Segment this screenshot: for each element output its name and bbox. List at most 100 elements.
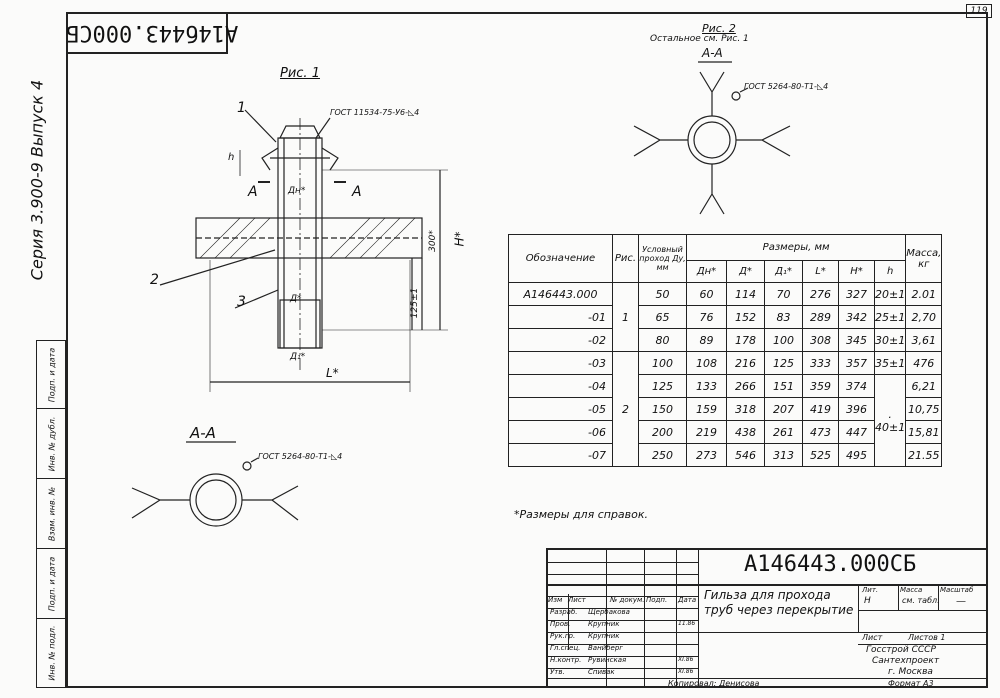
side-cell: Подп. и дата [37,341,67,409]
cell: 207 [764,397,803,421]
col-d: Д* [726,260,765,283]
cell: 25±1 [873,305,907,329]
grid-line [858,584,859,632]
grid-line [644,550,645,686]
cell: -02 [508,328,613,352]
dim-d1: Д₁* [290,352,306,362]
role-date: XI.86 [678,656,694,663]
cell: 318 [726,397,765,421]
cell: 30±1 [873,328,907,352]
doc-name: Гильза для прохода труб через перекрытие [704,588,854,617]
grid-line [548,644,698,645]
cell-h-merged: .40±1 [873,374,907,467]
section-aa-left-outer [189,473,243,527]
dim-H: H* [452,231,467,247]
side-signature-box: Подп. и дата Инв. № дубл. Взам. инв. № П… [36,340,67,688]
cell: 273 [686,443,727,467]
role: Н.контр. [550,656,582,664]
cell: -05 [508,397,613,421]
cell: 89 [686,328,727,352]
cell: 35±1 [873,351,907,375]
grid-line [858,610,988,611]
head-list: Лист [568,596,586,604]
grid-line [898,584,899,610]
head-izm: Изм [548,596,563,604]
role: Утв. [550,668,565,676]
cell: 345 [838,328,875,352]
fig2-inner [693,121,731,159]
mass-label: Масса [900,586,923,594]
dim-L: L* [326,366,339,380]
cell: 308 [802,328,839,352]
cell: -06 [508,420,613,444]
cell: 150 [638,397,687,421]
col-sizes: Размеры, мм [685,234,907,261]
sheet-label: Лист [862,633,883,642]
col-dn: Дн* [686,260,727,283]
cell: -03 [508,351,613,375]
grid-line [548,620,698,621]
cell: 151 [764,374,803,398]
cell: 495 [838,443,875,467]
cell: 2,70 [905,305,943,329]
fig2-section: А-А [702,46,723,60]
cell: 6,21 [905,374,943,398]
table-row: -04 125 133 266 151 359 374 .40±1 6,21 [508,374,943,467]
grid-line [548,584,988,586]
fig2-outer [687,115,737,165]
weld-note-section: ГОСТ 5264-80-Т1-◺4 [258,452,343,461]
grid-line [606,550,607,686]
lit-label: Лит. [862,586,879,594]
cell: 546 [726,443,765,467]
grid-line [548,668,698,669]
city: г. Москва [888,667,933,677]
grid-line [938,584,939,610]
table-row: -03 2 100 108 216 125 333 357 35±1 476 [508,351,943,467]
format: Формат А3 [888,679,934,688]
cell: 133 [686,374,727,398]
col-conditional: Условный проход Ду, мм [638,234,687,283]
fig2-title: Рис. 2 [702,22,736,35]
cell: 200 [638,420,687,444]
role-name: Ванйберг [588,644,623,652]
cell: 20±1 [873,282,907,306]
cell: 178 [726,328,765,352]
cell: 125 [638,374,687,398]
cell: 313 [764,443,803,467]
cell: -01 [508,305,613,329]
cell: 100 [638,351,687,375]
role: Пров. [550,620,571,628]
table-row: -06 200 219 438 261 473 447 15,81 [508,420,943,444]
cell: 219 [686,420,727,444]
cell: 357 [838,351,875,375]
grid-line [548,574,698,575]
col-L: L* [802,260,839,283]
callout-3: 3 [237,294,246,310]
cell: 476 [905,351,943,375]
callout-1: 1 [237,100,246,116]
section-mark-a-right: А [352,184,362,200]
table-row: А146443.000 1 50 60 114 70 276 327 20±1 … [508,282,943,352]
cell-fig-2: 2 [612,351,639,467]
grid-line [548,678,988,679]
cell: 333 [802,351,839,375]
dim-300: 300* [427,230,438,252]
scale-value: — [956,596,966,607]
cell: 327 [838,282,875,306]
cell: 100 [764,328,803,352]
fig2-note: Остальное см. Рис. 1 [650,34,749,44]
role-name: Рувинская [588,656,627,664]
grid-line [548,608,698,609]
cell: 114 [726,282,765,306]
copied-by: Копировал: Денисова [668,679,760,688]
lit-value: Н [864,596,871,606]
col-designation: Обозначение [508,234,613,283]
cell: 438 [726,420,765,444]
reference-note: *Размеры для справок. [514,508,649,521]
table-row: -01 65 76 152 83 289 342 25±1 2,70 [508,305,943,329]
head-sign: Подп. [646,596,668,604]
cell: 359 [802,374,839,398]
grid-line [858,644,988,645]
